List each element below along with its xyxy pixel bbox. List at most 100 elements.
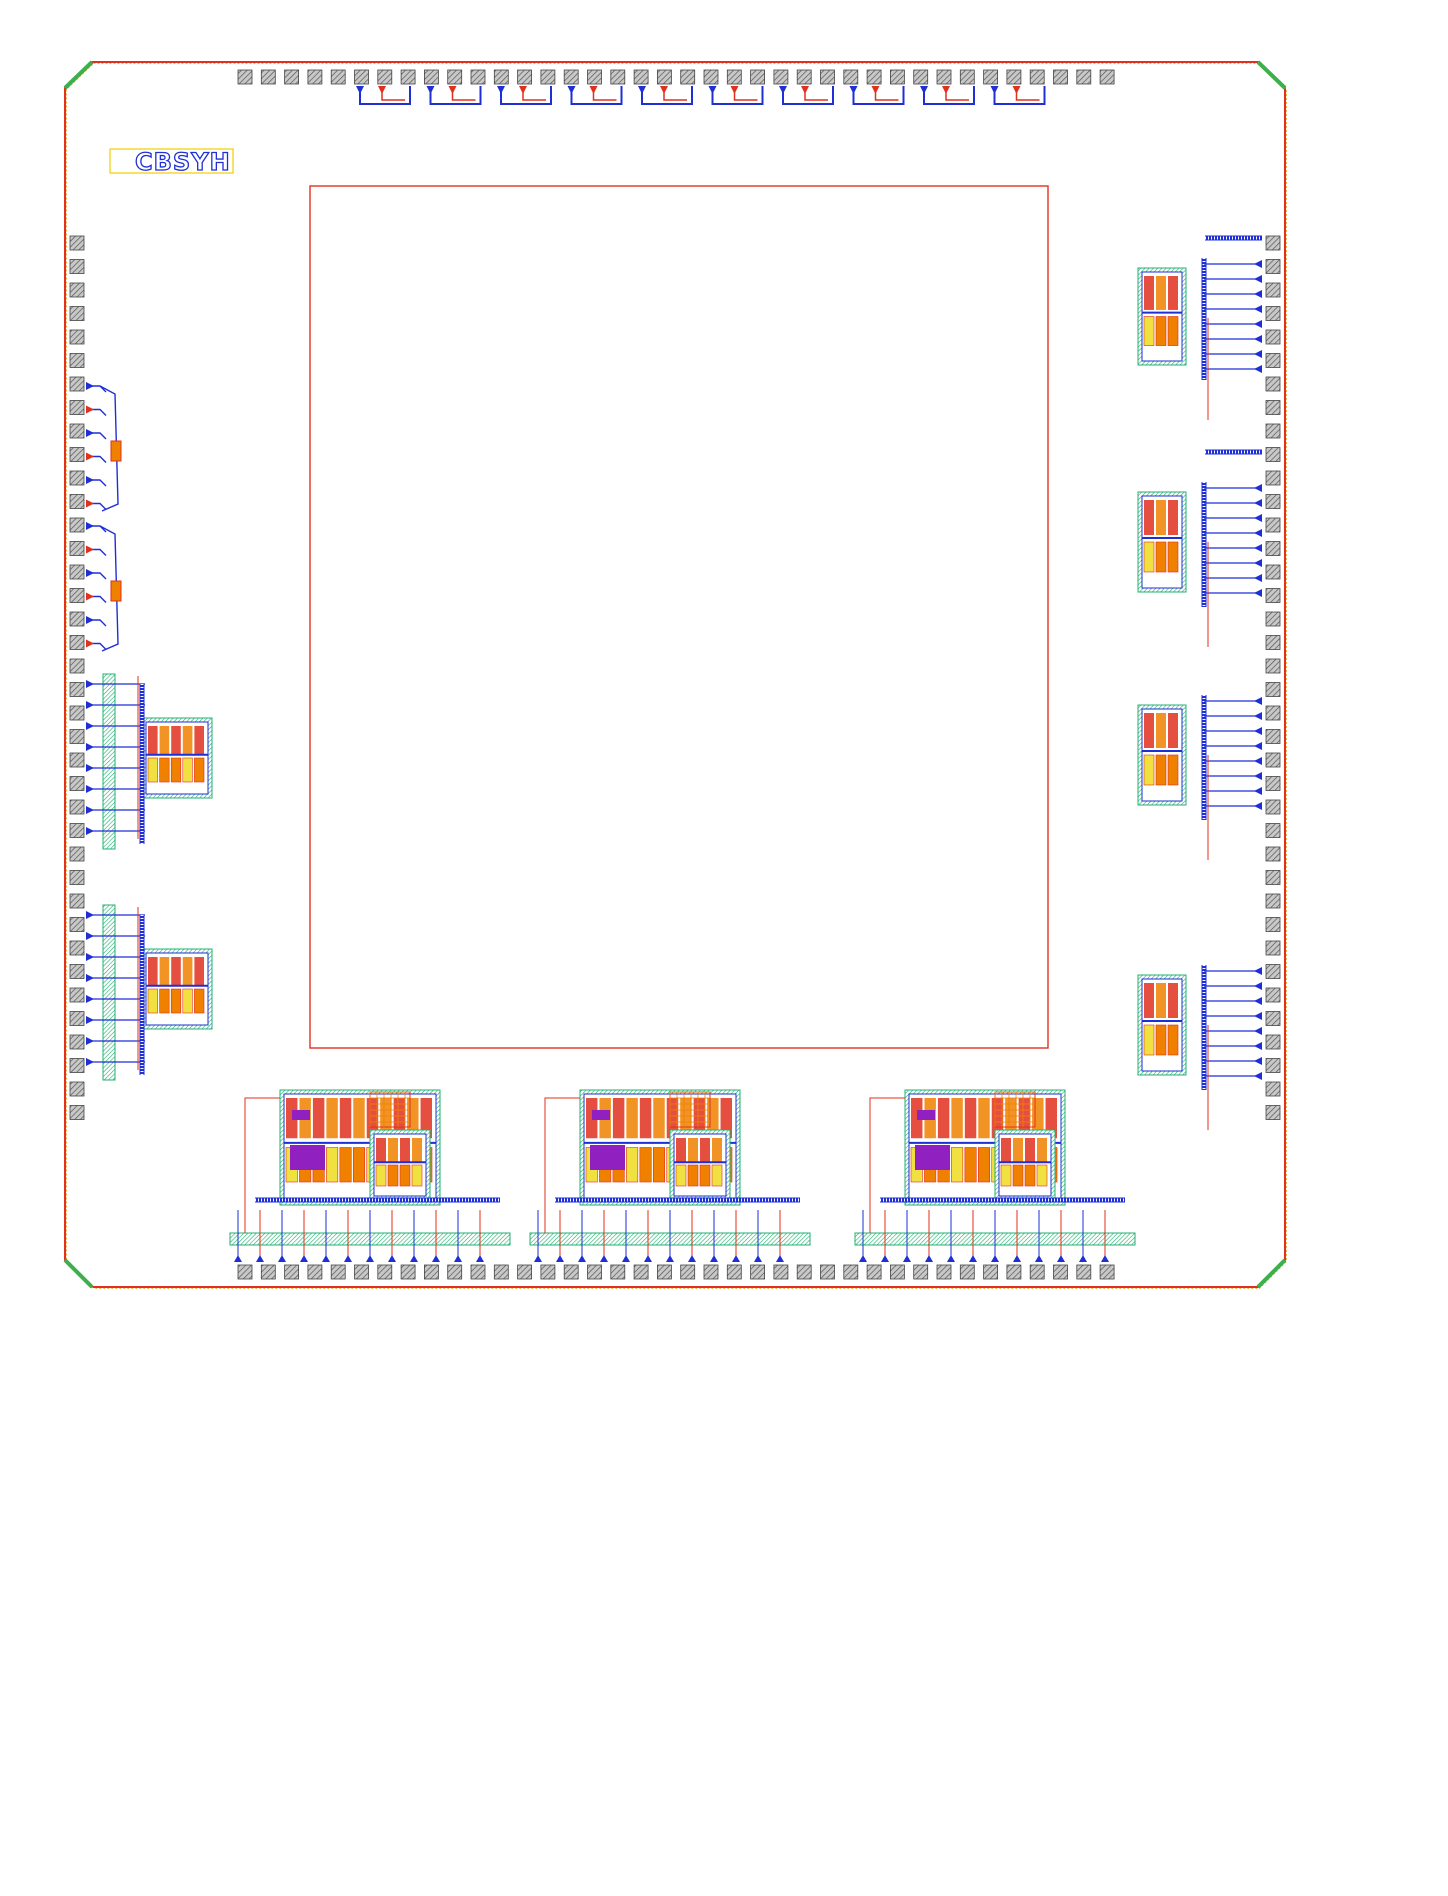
block-device bbox=[639, 1098, 652, 1139]
io-pad bbox=[69, 541, 85, 556]
block-device bbox=[1144, 713, 1154, 748]
top-wire-tip bbox=[589, 86, 598, 94]
bottom-pad-tip bbox=[578, 1255, 586, 1262]
bottom-block-macro bbox=[592, 1110, 610, 1120]
io-pad bbox=[517, 69, 532, 85]
top-wire-tip bbox=[779, 86, 787, 94]
bottom-pad-tip bbox=[454, 1255, 462, 1262]
io-pad bbox=[587, 69, 602, 85]
io-pad bbox=[1265, 541, 1281, 556]
circuit-block bbox=[141, 717, 213, 799]
bottom-block-macro bbox=[917, 1110, 935, 1120]
bottom-pad-tip bbox=[1057, 1255, 1065, 1262]
io-pad bbox=[796, 1264, 812, 1280]
bottom-block-macro bbox=[915, 1145, 950, 1170]
block-device bbox=[1155, 754, 1167, 786]
io-pad bbox=[260, 69, 276, 85]
io-pad bbox=[69, 423, 85, 439]
bottom-pad-tip bbox=[881, 1255, 889, 1262]
io-pad bbox=[1265, 964, 1281, 979]
top-wire-tip bbox=[920, 86, 928, 94]
block-device bbox=[388, 1138, 398, 1163]
block-device bbox=[1036, 1164, 1048, 1187]
block-device bbox=[171, 726, 181, 754]
right-pad-tip bbox=[1254, 544, 1262, 552]
left-wire-tip bbox=[86, 522, 94, 530]
io-pad bbox=[1029, 69, 1045, 85]
io-pad bbox=[1265, 705, 1281, 721]
io-pad bbox=[307, 69, 323, 85]
block-device bbox=[1168, 500, 1178, 535]
block-device bbox=[182, 988, 193, 1014]
left-pad-tip bbox=[86, 785, 94, 793]
io-pad bbox=[1006, 1264, 1022, 1280]
io-pad bbox=[843, 1264, 859, 1280]
bottom-pad-tip bbox=[1013, 1255, 1021, 1262]
io-pad bbox=[69, 658, 85, 674]
block-device bbox=[194, 726, 204, 754]
top-wire-loop bbox=[711, 86, 764, 105]
io-pad bbox=[703, 69, 719, 85]
block-device bbox=[1037, 1138, 1047, 1163]
top-wire-tip bbox=[567, 86, 576, 94]
left-pad-tip bbox=[86, 806, 94, 814]
block-device bbox=[951, 1147, 964, 1183]
block-device bbox=[978, 1098, 990, 1139]
left-wire-tip bbox=[86, 569, 94, 577]
io-pad bbox=[680, 69, 696, 85]
block-device bbox=[699, 1164, 711, 1187]
io-pad bbox=[1265, 235, 1281, 251]
io-pad bbox=[69, 400, 85, 415]
io-pad bbox=[354, 1264, 369, 1280]
right-pad-tip bbox=[1254, 499, 1262, 507]
io-pad bbox=[1265, 823, 1281, 838]
block-device bbox=[1012, 1164, 1024, 1187]
bottom-pad-tip bbox=[1079, 1255, 1087, 1262]
io-pad bbox=[330, 69, 346, 85]
io-pad bbox=[1265, 376, 1281, 392]
top-wire-tip bbox=[497, 86, 505, 94]
io-pad bbox=[913, 1264, 929, 1280]
io-pad bbox=[633, 1264, 649, 1280]
left-pad-tip bbox=[86, 974, 94, 982]
block-device bbox=[194, 957, 204, 985]
io-pad bbox=[1265, 447, 1281, 462]
io-pad bbox=[69, 235, 85, 251]
block-device bbox=[420, 1098, 432, 1139]
block-device bbox=[376, 1138, 386, 1163]
left-wire-tip bbox=[86, 639, 94, 648]
io-pad bbox=[820, 1264, 835, 1280]
block-device bbox=[159, 726, 170, 754]
io-pad bbox=[354, 69, 369, 85]
right-pad-tip bbox=[1254, 997, 1262, 1005]
io-pad bbox=[260, 1264, 276, 1280]
block-device bbox=[387, 1164, 399, 1187]
block-device bbox=[147, 988, 158, 1014]
block-device bbox=[182, 757, 193, 783]
right-pad-tip bbox=[1254, 514, 1262, 522]
left-wire-tip bbox=[86, 592, 94, 601]
block-device bbox=[286, 1098, 298, 1139]
io-pad bbox=[447, 69, 463, 85]
block-device bbox=[712, 1138, 722, 1163]
block-device bbox=[626, 1098, 638, 1139]
io-pad bbox=[69, 494, 85, 509]
io-pad bbox=[1265, 752, 1281, 768]
circuit-block bbox=[1137, 974, 1187, 1076]
io-pad bbox=[1265, 799, 1281, 815]
bottom-pad-tip bbox=[947, 1255, 955, 1262]
block-device bbox=[182, 726, 193, 754]
block-device bbox=[399, 1164, 411, 1187]
top-wire-loop bbox=[570, 86, 623, 105]
top-wire-loop bbox=[381, 86, 405, 101]
top-wire-loop bbox=[359, 86, 411, 105]
block-device bbox=[148, 726, 158, 754]
block-device bbox=[1156, 983, 1166, 1018]
right-pad-tip bbox=[1254, 365, 1262, 373]
left-bus-column bbox=[102, 904, 116, 1081]
io-pad bbox=[69, 470, 85, 486]
io-pad bbox=[400, 69, 416, 85]
io-pad bbox=[1076, 69, 1092, 85]
block-device bbox=[1143, 541, 1155, 573]
left-pad-tip bbox=[86, 911, 94, 919]
